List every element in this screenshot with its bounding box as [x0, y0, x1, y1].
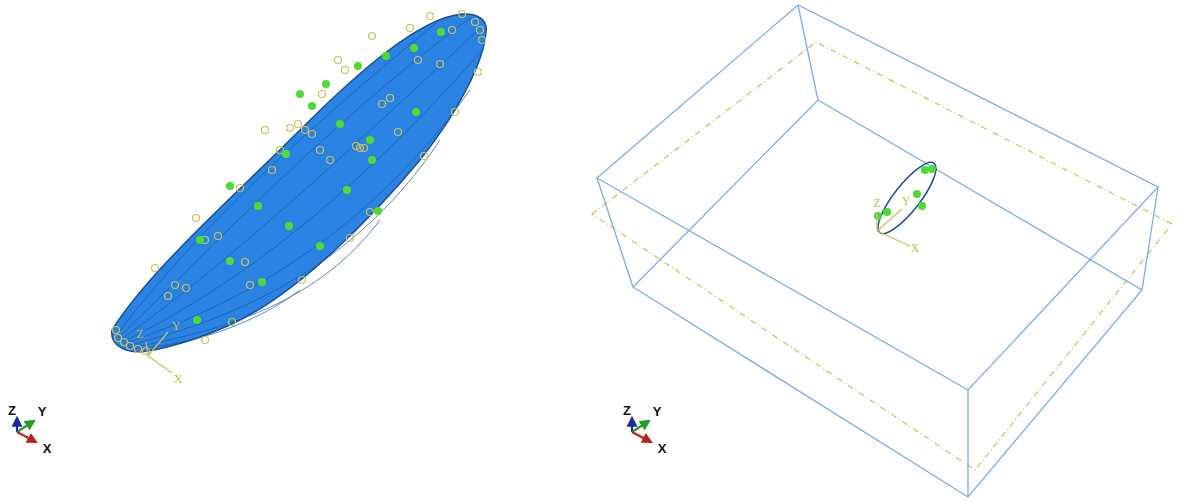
global-axis-triad — [632, 418, 651, 442]
global-axis-label: Y — [38, 405, 47, 418]
local-axis-label: Y — [902, 195, 911, 207]
local-axis-label: Z — [873, 197, 880, 209]
local-axis-label: X — [911, 242, 920, 254]
local-axis-label: Y — [172, 320, 181, 332]
global-axis-label: Y — [653, 405, 662, 418]
global-axis-label: Z — [8, 404, 16, 417]
global-axis-label: X — [658, 442, 667, 455]
assembly-box — [592, 5, 1172, 497]
local-axis-label: Z — [136, 328, 143, 340]
global-axis-label: X — [43, 442, 52, 455]
local-axis-label: X — [174, 373, 183, 385]
global-axis-triad — [17, 418, 36, 442]
global-axis-label: Z — [623, 404, 631, 417]
shell-part — [112, 11, 487, 374]
